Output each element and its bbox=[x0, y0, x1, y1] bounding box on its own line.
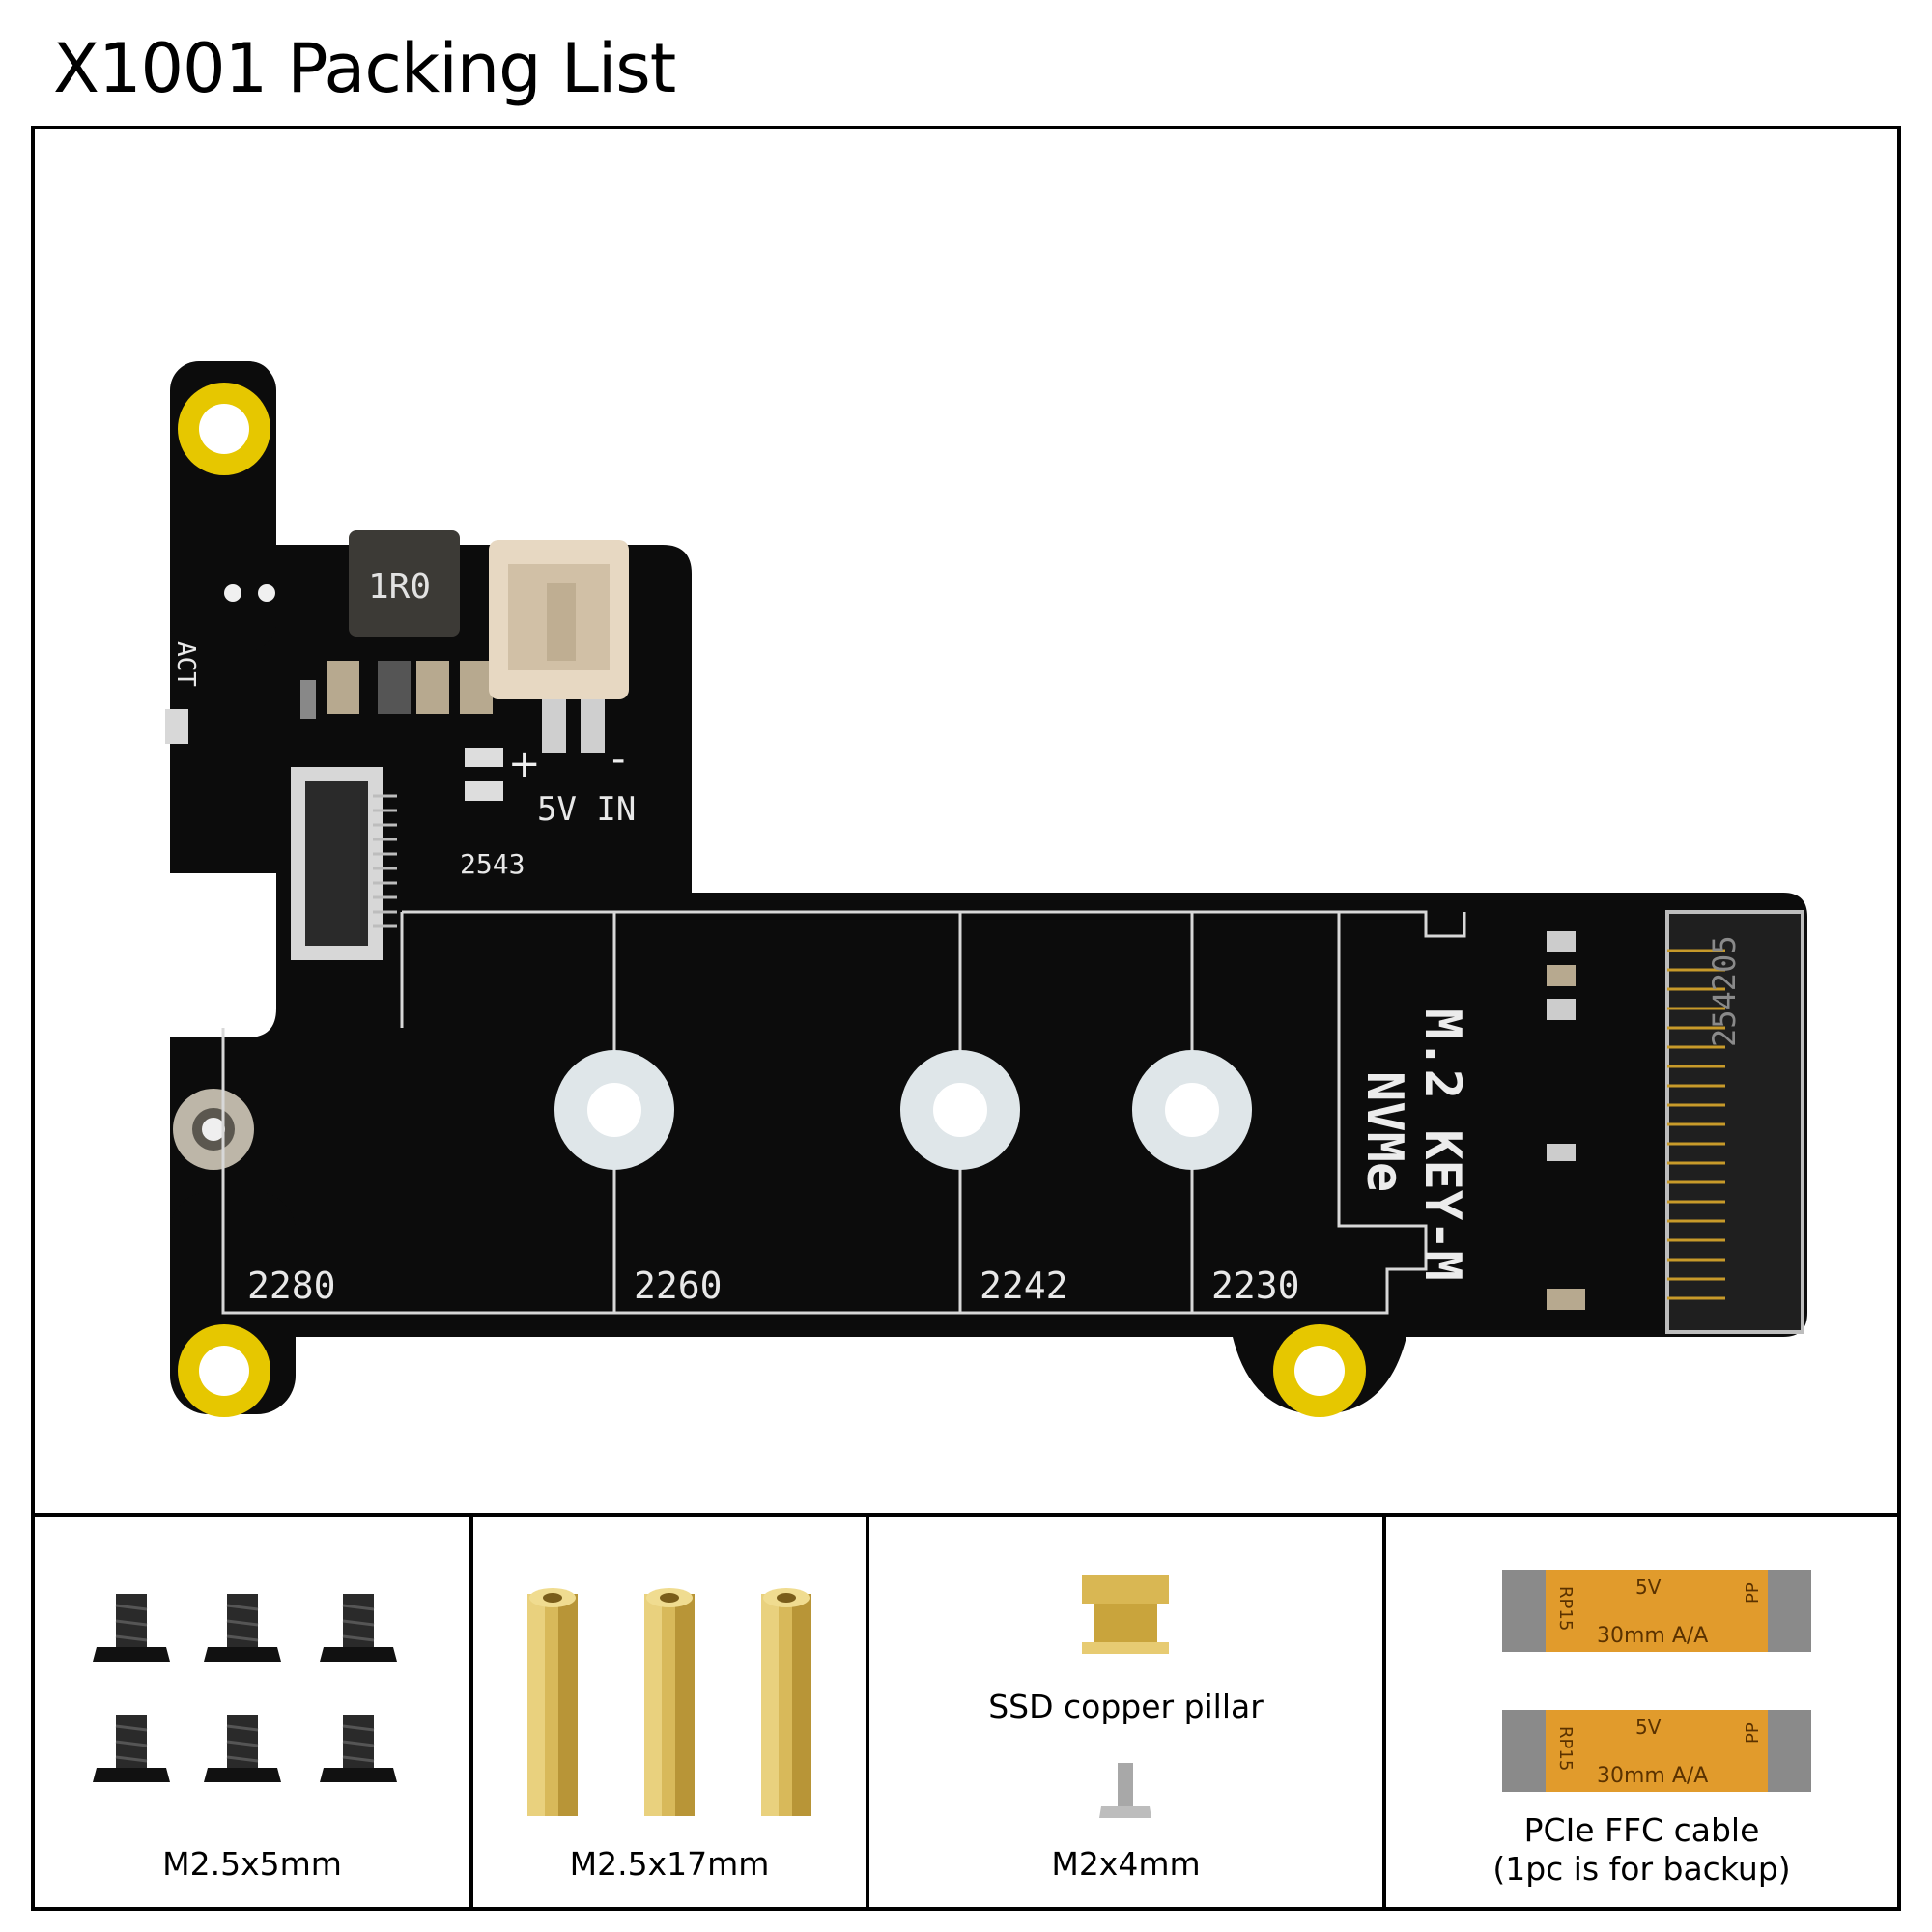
caption-ffc-line-2: (1pc is for backup) bbox=[1492, 1849, 1791, 1888]
vertical-divider-1 bbox=[469, 1517, 473, 1907]
x1001-board-image: ACT 1R0 + - 5V IN 2543 bbox=[165, 361, 1807, 1417]
svg-text:30mm A/A: 30mm A/A bbox=[1597, 1764, 1708, 1788]
svg-text:254205: 254205 bbox=[1706, 935, 1743, 1047]
item-cell-standoffs: M2.5x17mm bbox=[473, 1517, 866, 1907]
svg-text:2230: 2230 bbox=[1211, 1264, 1300, 1307]
ssd-pillar-image bbox=[1082, 1575, 1169, 1654]
caption-ffc-cable: PCIe FFC cable (1pc is for backup) bbox=[1386, 1811, 1897, 1888]
svg-text:2242: 2242 bbox=[980, 1264, 1068, 1307]
svg-text:5V: 5V bbox=[1635, 1716, 1662, 1739]
vertical-divider-3 bbox=[1382, 1517, 1386, 1907]
caption-standoffs: M2.5x17mm bbox=[569, 1845, 770, 1883]
m2-screw-image bbox=[1099, 1763, 1151, 1818]
act-label: ACT bbox=[171, 641, 200, 687]
caption-ffc-line-1: PCIe FFC cable bbox=[1523, 1811, 1760, 1849]
power-in-label: 5V IN bbox=[537, 790, 636, 829]
svg-text:+: + bbox=[508, 742, 541, 786]
vertical-divider-2 bbox=[866, 1517, 869, 1907]
item-cell-ffc-cable: 5V 30mm A/A RP15 PP 5V 30mm A/A RP15 PP … bbox=[1386, 1517, 1897, 1907]
svg-text:2260: 2260 bbox=[634, 1264, 723, 1307]
inductor bbox=[349, 530, 460, 637]
pcb-body bbox=[170, 361, 1807, 1414]
caption-pillar: SSD copper pillar bbox=[988, 1688, 1264, 1725]
caption-screws: M2.5x5mm bbox=[162, 1845, 342, 1883]
page-title: X1001 Packing List bbox=[53, 29, 676, 108]
svg-text:2543: 2543 bbox=[460, 848, 525, 880]
svg-text:30mm A/A: 30mm A/A bbox=[1597, 1624, 1708, 1648]
horizontal-divider bbox=[35, 1513, 1897, 1517]
m2-key-label: M.2 KEY-M bbox=[1413, 1009, 1471, 1281]
standoffs-image bbox=[527, 1588, 811, 1816]
svg-text:2280: 2280 bbox=[247, 1264, 336, 1307]
caption-m2-screw: M2x4mm bbox=[1051, 1845, 1201, 1883]
svg-text:PP: PP bbox=[1743, 1582, 1763, 1604]
svg-text:RP15: RP15 bbox=[1555, 1726, 1576, 1771]
screws-image bbox=[91, 1592, 399, 1784]
svg-text:5V: 5V bbox=[1635, 1576, 1662, 1599]
m2-connector bbox=[1665, 910, 1804, 1334]
packing-list-frame: ACT 1R0 + - 5V IN 2543 bbox=[31, 126, 1901, 1911]
ffc-cables-image: 5V 30mm A/A RP15 PP 5V 30mm A/A RP15 PP bbox=[1502, 1570, 1811, 1792]
svg-text:1R0: 1R0 bbox=[368, 567, 431, 607]
item-cell-screws: M2.5x5mm bbox=[35, 1517, 469, 1907]
nvme-label: NVMe bbox=[1355, 1071, 1413, 1192]
svg-text:PP: PP bbox=[1743, 1722, 1763, 1744]
item-cell-pillar: SSD copper pillar M2x4mm bbox=[869, 1517, 1382, 1907]
svg-text:-: - bbox=[611, 737, 625, 781]
svg-text:RP15: RP15 bbox=[1555, 1586, 1576, 1631]
